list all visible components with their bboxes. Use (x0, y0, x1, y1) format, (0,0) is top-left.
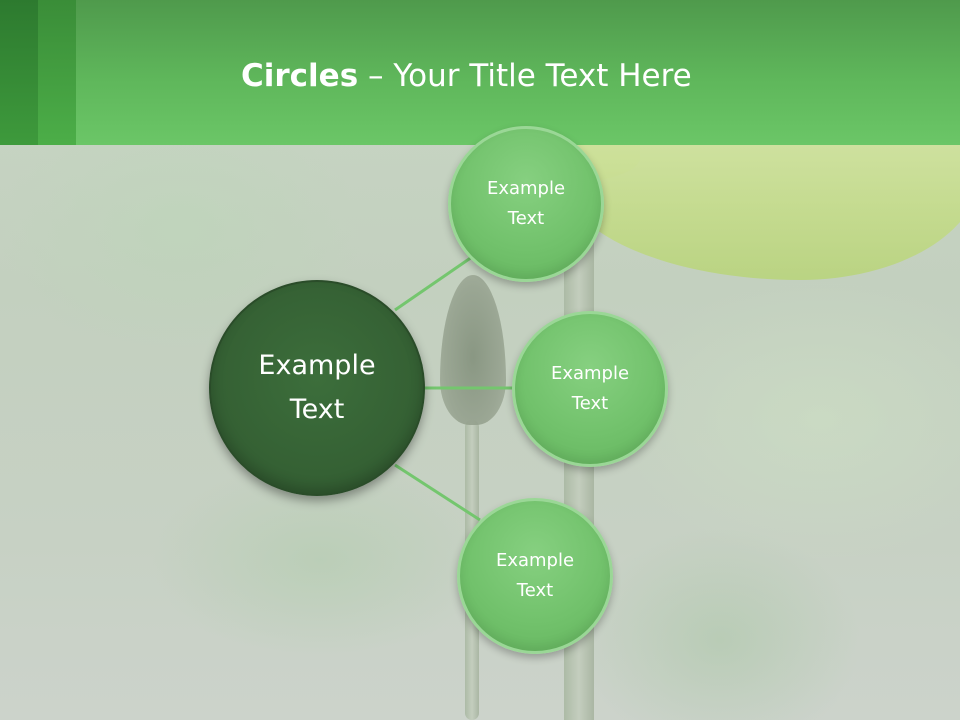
slide-title: Circles – Your Title Text Here (241, 52, 692, 100)
center-circle[interactable]: Example Text (209, 280, 425, 496)
satellite-top-label-line1: Example (486, 178, 566, 199)
satellite-middle-label-line2: Text (571, 393, 609, 414)
header-band (0, 0, 960, 145)
title-bold: Circles (241, 58, 359, 94)
header-accent-block (0, 0, 38, 145)
satellite-circle-bottom[interactable]: Example Text (457, 498, 613, 654)
satellite-circle-middle[interactable]: Example Text (512, 311, 668, 467)
header-accent-block-light (38, 0, 76, 145)
connector-line-top (394, 255, 473, 312)
satellite-bottom-label-line2: Text (516, 580, 554, 601)
satellite-bottom-label-line1: Example (495, 550, 575, 571)
center-circle-label-line2: Text (289, 394, 345, 425)
satellite-circle-top[interactable]: Example Text (448, 126, 604, 282)
title-rest: – Your Title Text Here (358, 58, 692, 94)
satellite-middle-label-line1: Example (550, 363, 630, 384)
connector-line-bottom (394, 463, 481, 522)
satellite-top-label-line2: Text (507, 208, 545, 229)
center-circle-label-line1: Example (258, 350, 376, 381)
